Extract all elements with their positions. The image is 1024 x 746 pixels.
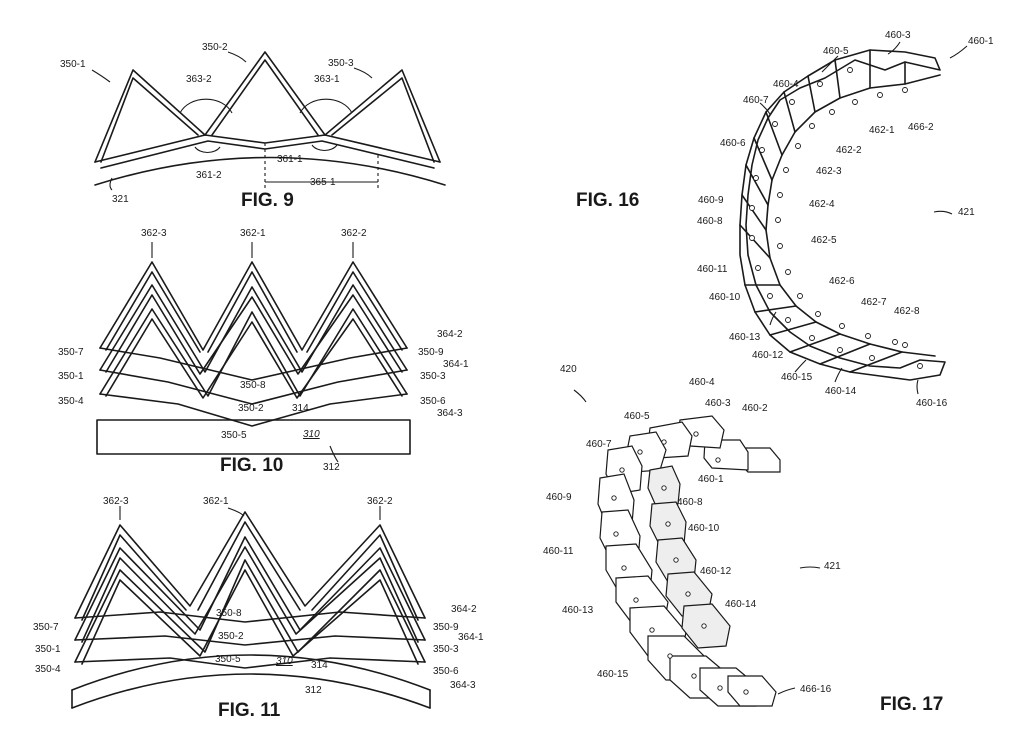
fig17-label: 460-4 xyxy=(689,377,715,388)
fig11-label: 362-1 xyxy=(203,496,229,507)
fig17-label: 421 xyxy=(824,561,841,572)
fig17-label: 460-1 xyxy=(698,474,724,485)
fig10-drawing xyxy=(97,242,410,462)
fig10-title: FIG. 10 xyxy=(220,455,283,476)
fig16-label: 462-5 xyxy=(811,235,837,246)
fig10-label: 350-6 xyxy=(420,396,446,407)
fig11-drawing xyxy=(72,506,430,708)
fig17-label: 460-10 xyxy=(688,523,720,534)
fig11-label: 350-6 xyxy=(433,666,459,677)
fig17-label: 460-13 xyxy=(562,605,594,616)
fig10-label: 350-7 xyxy=(58,347,84,358)
fig16-label: 421 xyxy=(958,207,975,218)
fig17-label: 466-16 xyxy=(800,684,832,695)
fig16-label: 462-3 xyxy=(816,166,842,177)
fig16-label: 460-3 xyxy=(885,30,911,41)
fig11-label: 350-2 xyxy=(218,631,244,642)
fig11-label: 312 xyxy=(305,685,322,696)
fig16-label: 462-6 xyxy=(829,276,855,287)
fig16-label: 460-15 xyxy=(781,372,813,383)
fig11-title: FIG. 11 xyxy=(218,700,281,721)
fig17-label: 460-5 xyxy=(624,411,650,422)
fig16-label: 460-10 xyxy=(709,292,741,303)
fig17-label: 460-2 xyxy=(742,403,768,414)
fig16-label: 460-1 xyxy=(968,36,994,47)
fig11-label: 350-5 xyxy=(215,654,241,665)
fig16-title: FIG. 16 xyxy=(576,190,639,211)
fig17-label: 460-14 xyxy=(725,599,757,610)
fig16-label: 460-16 xyxy=(916,398,948,409)
fig17-label: 420 xyxy=(560,364,577,375)
fig17-title: FIG. 17 xyxy=(880,694,943,715)
fig11-label: 362-2 xyxy=(367,496,393,507)
fig17-label: 460-9 xyxy=(546,492,572,503)
fig11-label: 350-1 xyxy=(35,644,61,655)
fig16-label: 462-8 xyxy=(894,306,920,317)
fig10-label: 364-1 xyxy=(443,359,469,370)
fig16-label: 462-2 xyxy=(836,145,862,156)
fig9-label: 361-1 xyxy=(277,154,303,165)
fig10-label: 312 xyxy=(323,462,340,473)
fig11-label: 314 xyxy=(311,660,328,671)
fig11-label: 350-3 xyxy=(433,644,459,655)
fig10-label: 350-4 xyxy=(58,396,84,407)
fig9-curved-surface xyxy=(95,158,445,186)
fig10-label: 350-5 xyxy=(221,430,247,441)
fig17-label: 460-3 xyxy=(705,398,731,409)
fig16-label: 460-9 xyxy=(698,195,724,206)
fig16-label: 460-13 xyxy=(729,332,761,343)
fig16-label: 460-5 xyxy=(823,46,849,57)
fig11-label: 364-3 xyxy=(450,680,476,691)
fig9-label: 365-1 xyxy=(310,177,336,188)
fig10-label: 350-8 xyxy=(240,380,266,391)
fig9-label: 350-2 xyxy=(202,42,228,53)
fig16-label: 460-14 xyxy=(825,386,857,397)
fig9-label: 321 xyxy=(112,194,129,205)
fig9-label: 363-1 xyxy=(314,74,340,85)
fig16-label: 460-4 xyxy=(773,79,799,90)
fig11-label: 362-3 xyxy=(103,496,129,507)
fig17-label: 460-15 xyxy=(597,669,629,680)
fig10-label: 350-1 xyxy=(58,371,84,382)
fig9-title: FIG. 9 xyxy=(241,190,294,211)
fig17-label: 460-8 xyxy=(677,497,703,508)
fig10-label: 362-1 xyxy=(240,228,266,239)
fig11-label: 364-2 xyxy=(451,604,477,615)
fig10-label: 362-2 xyxy=(341,228,367,239)
fig17-label: 460-11 xyxy=(543,546,574,557)
fig17-chain-drawing xyxy=(574,390,820,706)
fig9-label: 361-2 xyxy=(196,170,222,181)
fig11-label: 350-7 xyxy=(33,622,59,633)
fig10-label: 364-3 xyxy=(437,408,463,419)
fig17-label: 460-12 xyxy=(700,566,732,577)
fig16-label: 462-1 xyxy=(869,125,895,136)
fig16-label: 460-8 xyxy=(697,216,723,227)
fig11-label: 310 xyxy=(276,656,293,667)
fig16-chain-drawing xyxy=(740,42,967,394)
fig11-label: 364-1 xyxy=(458,632,484,643)
fig10-label: 314 xyxy=(292,403,309,414)
fig16-label: 462-4 xyxy=(809,199,835,210)
fig16-label: 462-7 xyxy=(861,297,887,308)
fig10-label: 364-2 xyxy=(437,329,463,340)
fig16-label: 460-7 xyxy=(743,95,769,106)
fig11-label: 350-8 xyxy=(216,608,242,619)
fig10-label: 310 xyxy=(303,429,320,440)
fig11-label: 350-4 xyxy=(35,664,61,675)
fig16-label: 460-6 xyxy=(720,138,746,149)
fig16-label: 460-11 xyxy=(697,264,728,275)
fig17-label: 460-7 xyxy=(586,439,612,450)
fig16-label: 466-2 xyxy=(908,122,934,133)
fig10-label: 362-3 xyxy=(141,228,167,239)
fig10-label: 350-2 xyxy=(238,403,264,414)
fig9-label: 350-3 xyxy=(328,58,354,69)
fig16-label: 460-12 xyxy=(752,350,784,361)
fig9-drawing xyxy=(92,52,445,190)
fig10-label: 350-9 xyxy=(418,347,444,358)
fig9-label: 350-1 xyxy=(60,59,86,70)
fig9-label: 363-2 xyxy=(186,74,212,85)
fig10-label: 350-3 xyxy=(420,371,446,382)
fig11-label: 350-9 xyxy=(433,622,459,633)
